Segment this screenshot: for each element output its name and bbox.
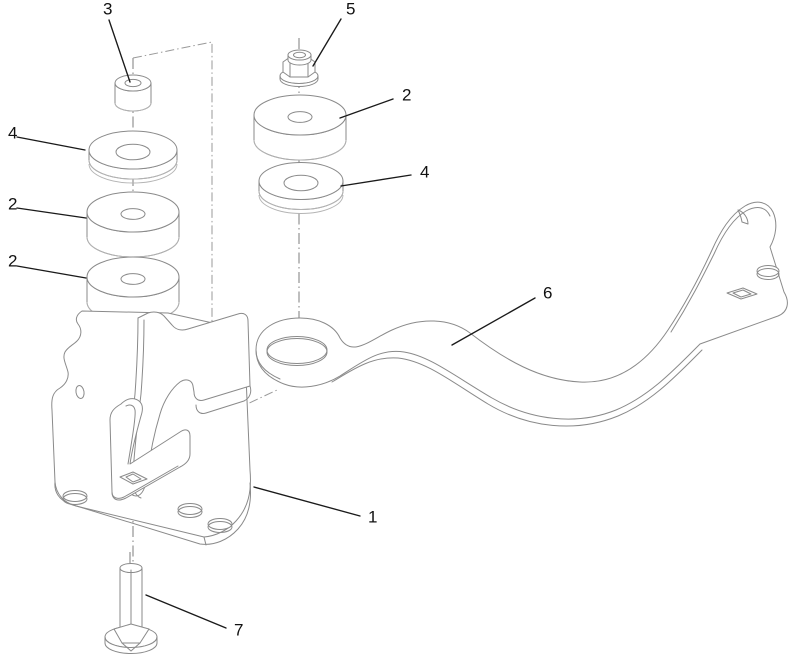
- callout-numbers-group: 3 5 2 4 4 2 2 6 1 7: [8, 0, 552, 639]
- part-spacer-left-thick-1: [86, 191, 180, 258]
- part-washer-left-flat: [88, 130, 178, 184]
- leader-6: [451, 297, 536, 346]
- leader-lines-group: [16, 18, 536, 629]
- nut-flange-side: [279, 75, 319, 87]
- leader-2-left-lower: [16, 265, 87, 279]
- arm-mounting-hole-lower: [756, 268, 780, 280]
- washer-right-bottom-arc-2: [258, 194, 344, 214]
- callout-label-2-upper-right[interactable]: 2: [402, 85, 411, 104]
- part-hex-flange-bolt: [104, 563, 158, 654]
- bolt-flange-head-side: [104, 636, 158, 654]
- nut-bore: [293, 51, 306, 59]
- callout-label-7[interactable]: 7: [234, 620, 243, 639]
- spacer-bottom-arc: [114, 102, 152, 112]
- arm-thickness-edge-2: [255, 349, 281, 380]
- part-spacer-left-thick-2: [86, 256, 180, 323]
- leader-7: [145, 594, 227, 629]
- part-flange-lock-nut: [279, 49, 319, 87]
- spacer-bore: [124, 78, 142, 88]
- callout-label-3[interactable]: 3: [103, 0, 112, 18]
- bracket-flange-edge-right: [195, 385, 252, 414]
- leader-4-left: [16, 136, 86, 151]
- arm-thickness-edge: [331, 349, 703, 427]
- arm-square-emboss-inner: [732, 289, 752, 298]
- arm-top-surface: [255, 201, 788, 420]
- bolt-hex-face: [113, 623, 150, 644]
- arm-hook-notch: [737, 209, 749, 225]
- leader-4-right: [340, 174, 412, 187]
- washer-left-bottom-arc-2: [88, 163, 178, 184]
- part-spacer-right-thick: [253, 94, 347, 161]
- leader-1: [253, 486, 361, 517]
- bracket-inner-rib-lower-edge: [111, 465, 179, 499]
- arm-hook-inner-edge: [670, 207, 771, 333]
- callout-label-1[interactable]: 1: [368, 507, 377, 526]
- leader-2-upper-right: [339, 98, 394, 119]
- bracket-hole-1: [62, 490, 88, 502]
- spacer-left-2-bore: [120, 273, 146, 285]
- callout-label-5[interactable]: 5: [346, 0, 355, 18]
- leader-3: [108, 19, 131, 83]
- bracket-side-hole: [75, 385, 85, 399]
- spacer-right-bottom-arc: [253, 139, 347, 161]
- washer-right-bottom-arc: [258, 190, 344, 210]
- bracket-hole-3-lower: [207, 521, 233, 533]
- callout-label-4-right[interactable]: 4: [420, 162, 429, 181]
- callout-label-2-left-middle[interactable]: 2: [8, 194, 17, 213]
- bracket-inner-rib-thickness: [125, 404, 136, 465]
- arm-mounting-hole: [756, 265, 780, 277]
- callout-label-4-left[interactable]: 4: [8, 123, 17, 142]
- bracket-hole-2-lower: [177, 506, 203, 518]
- washer-right-bore: [283, 174, 319, 192]
- leader-2-left-middle: [16, 207, 87, 219]
- part-spacer-bushing: [114, 74, 152, 112]
- part-pivot-arm: [255, 201, 788, 427]
- bracket-base-thickness-2: [203, 536, 207, 546]
- bracket-hole-2: [177, 503, 203, 515]
- leader-5: [312, 18, 342, 67]
- washer-left-bore: [115, 143, 151, 161]
- arm-pivot-bore-inner: [266, 338, 328, 366]
- bracket-base-thickness: [54, 481, 251, 545]
- spacer-right-bore: [287, 111, 313, 123]
- bracket-square-emboss-outer: [119, 471, 148, 485]
- washer-left-bottom-arc: [88, 159, 178, 180]
- part-mounting-bracket: [51, 310, 252, 546]
- bracket-hole-1-lower: [62, 493, 88, 505]
- part-washer-right-flat: [258, 162, 344, 214]
- bolt-hex-face-edge: [121, 642, 141, 652]
- callout-label-2-left-lower[interactable]: 2: [8, 251, 17, 270]
- callout-label-6[interactable]: 6: [543, 283, 552, 302]
- bracket-square-emboss-inner: [125, 473, 142, 483]
- arm-square-emboss-outer: [726, 287, 758, 300]
- arm-pivot-bore: [266, 336, 328, 364]
- spacer-left-1-bore: [120, 208, 146, 220]
- bracket-hole-3: [207, 518, 233, 530]
